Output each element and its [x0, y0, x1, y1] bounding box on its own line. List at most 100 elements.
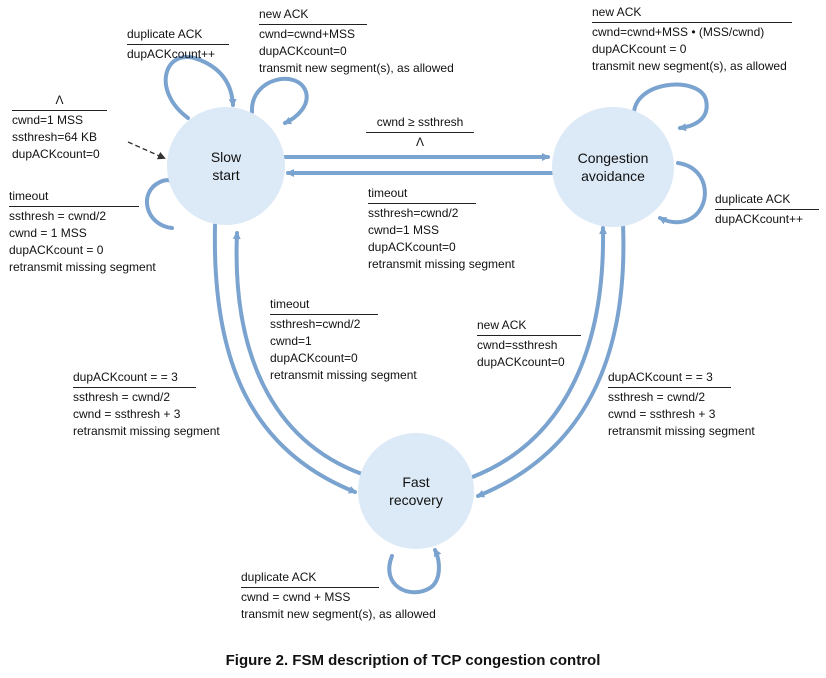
label-ca-dup-ack: duplicate ACK dupACKcount++ [715, 191, 819, 228]
arrow-fr-to-ca [468, 226, 608, 480]
action-line: cwnd=ssthresh [477, 338, 558, 352]
label-actions: ssthresh=cwnd/2 cwnd=1 dupACKcount=0 ret… [270, 316, 450, 384]
action-line: transmit new segment(s), as allowed [241, 607, 436, 621]
label-divider [73, 387, 196, 388]
label-event: dupACKcount = = 3 [608, 370, 713, 384]
loop-ss-dup-ack [163, 55, 237, 120]
label-actions: cwnd=1 MSS ssthresh=64 KB dupACKcount=0 [12, 112, 107, 163]
label-event: duplicate ACK [241, 570, 317, 584]
arrow-ss-to-fr [212, 223, 357, 494]
label-ss-dup-ack: duplicate ACK dupACKcount++ [127, 26, 229, 63]
label-divider [368, 203, 476, 204]
label-divider [366, 132, 474, 133]
label-fr-to-ss-timeout: timeout ssthresh=cwnd/2 cwnd=1 dupACKcou… [270, 296, 450, 384]
action-line: ssthresh=cwnd/2 [368, 206, 459, 220]
loop-fr-dup-ack [387, 548, 442, 595]
action-line: cwnd=cwnd+MSS [259, 27, 356, 41]
arrow-fr-to-ss [232, 231, 364, 476]
state-congestion-avoidance: Congestion avoidance [552, 107, 674, 227]
label-event: Λ [55, 93, 64, 107]
action-line: cwnd=1 MSS [12, 113, 84, 127]
label-actions: ssthresh = cwnd/2 cwnd = ssthresh + 3 re… [608, 389, 788, 440]
action-line: dupACKcount = 0 [592, 42, 687, 56]
action-line: dupACKcount=0 [259, 44, 347, 58]
label-actions: dupACKcount++ [715, 211, 819, 228]
state-slow-start: Slow start [167, 107, 285, 225]
action-line: cwnd = cwnd + MSS [241, 590, 351, 604]
action-line: cwnd = ssthresh + 3 [608, 407, 716, 421]
action-line: transmit new segment(s), as allowed [592, 59, 787, 73]
label-divider [127, 44, 229, 45]
loop-ca-new-ack [631, 82, 709, 132]
label-ca-to-ss-timeout: timeout ssthresh=cwnd/2 cwnd=1 MSS dupAC… [368, 185, 548, 273]
figure-caption: Figure 2. FSM description of TCP congest… [225, 652, 601, 669]
label-actions: ssthresh=cwnd/2 cwnd=1 MSS dupACKcount=0… [368, 205, 548, 273]
action-line: dupACKcount = 0 [9, 243, 104, 257]
action-line: dupACKcount++ [715, 212, 804, 226]
label-actions: Λ [366, 134, 474, 151]
label-event: timeout [9, 189, 49, 203]
action-line: retransmit missing segment [270, 368, 417, 382]
state-fast-recovery: Fast recovery [358, 433, 474, 549]
action-line: cwnd = 1 MSS [9, 226, 87, 240]
label-ss-to-ca: cwnd ≥ ssthresh Λ [366, 114, 474, 151]
label-actions: cwnd=cwnd+MSS • (MSS/cwnd) dupACKcount =… [592, 24, 822, 75]
label-divider [715, 209, 819, 210]
label-ss-new-ack: new ACK cwnd=cwnd+MSS dupACKcount=0 tran… [259, 6, 494, 77]
action-line: cwnd = ssthresh + 3 [73, 407, 181, 421]
label-divider [608, 387, 731, 388]
label-event: new ACK [259, 7, 309, 21]
arrow-initial [127, 141, 166, 160]
state-label: Slow start [210, 149, 242, 183]
label-ss-timeout: timeout ssthresh = cwnd/2 cwnd = 1 MSS d… [9, 188, 194, 276]
action-line: dupACKcount=0 [368, 240, 456, 254]
label-event: timeout [368, 186, 408, 200]
state-label: Congestion avoidance [577, 150, 649, 184]
label-actions: cwnd = cwnd + MSS transmit new segment(s… [241, 589, 481, 623]
label-divider [259, 24, 367, 25]
action-line: retransmit missing segment [9, 260, 156, 274]
action-line: ssthresh = cwnd/2 [9, 209, 107, 223]
label-event: cwnd ≥ ssthresh [376, 115, 464, 129]
action-line: transmit new segment(s), as allowed [259, 61, 454, 75]
label-event: duplicate ACK [715, 192, 791, 206]
action-line: cwnd=cwnd+MSS • (MSS/cwnd) [592, 25, 765, 39]
label-divider [9, 206, 139, 207]
label-divider [477, 335, 581, 336]
label-divider [270, 314, 378, 315]
action-line: dupACKcount=0 [477, 355, 565, 369]
label-event: dupACKcount = = 3 [73, 370, 178, 384]
label-event: timeout [270, 297, 310, 311]
label-event: new ACK [477, 318, 527, 332]
action-line: retransmit missing segment [608, 424, 755, 438]
action-line: retransmit missing segment [368, 257, 515, 271]
label-actions: ssthresh = cwnd/2 cwnd = 1 MSS dupACKcou… [9, 208, 194, 276]
action-line: ssthresh = cwnd/2 [608, 390, 706, 404]
action-line: ssthresh=cwnd/2 [270, 317, 361, 331]
label-fr-dup-ack: duplicate ACK cwnd = cwnd + MSS transmit… [241, 569, 481, 623]
action-line: dupACKcount++ [127, 47, 216, 61]
label-event: new ACK [592, 5, 642, 19]
label-divider [241, 587, 379, 588]
label-actions: cwnd=cwnd+MSS dupACKcount=0 transmit new… [259, 26, 494, 77]
action-line: cwnd=1 [270, 334, 312, 348]
label-init: Λ cwnd=1 MSS ssthresh=64 KB dupACKcount=… [12, 92, 107, 163]
label-divider [592, 22, 792, 23]
label-actions: dupACKcount++ [127, 46, 229, 63]
arrow-ca-to-fr [476, 222, 626, 498]
label-actions: ssthresh = cwnd/2 cwnd = ssthresh + 3 re… [73, 389, 253, 440]
state-label: Fast recovery [389, 474, 443, 508]
label-ca-to-fr: dupACKcount = = 3 ssthresh = cwnd/2 cwnd… [608, 369, 788, 440]
action-line: ssthresh=64 KB [12, 130, 98, 144]
action-line: dupACKcount=0 [270, 351, 358, 365]
label-divider [12, 110, 107, 111]
loop-ca-dup-ack [658, 161, 707, 225]
loop-ss-new-ack [249, 76, 309, 125]
label-ss-to-fr: dupACKcount = = 3 ssthresh = cwnd/2 cwnd… [73, 369, 253, 440]
action-line: Λ [415, 135, 424, 149]
action-line: ssthresh = cwnd/2 [73, 390, 171, 404]
action-line: dupACKcount=0 [12, 147, 100, 161]
action-line: retransmit missing segment [73, 424, 220, 438]
label-actions: cwnd=ssthresh dupACKcount=0 [477, 337, 581, 371]
